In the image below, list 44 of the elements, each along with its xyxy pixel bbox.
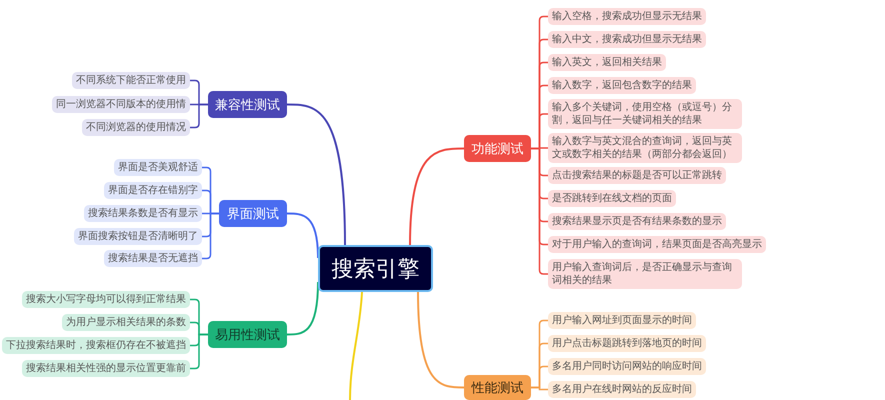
connector — [202, 212, 219, 260]
subtopic-box: 搜索结果是否无遮挡 — [104, 250, 202, 267]
topic-box: 兼容性测试 — [208, 91, 287, 118]
connector — [190, 334, 208, 370]
subtopic-box: 不同系统下能否正常使用 — [72, 72, 190, 89]
connector — [286, 104, 346, 246]
topic-box: 功能测试 — [464, 135, 531, 162]
subtopic-box: 输入英文，返回相关结果 — [548, 54, 666, 71]
subtopic-box: 界面是否存在错别字 — [104, 182, 202, 199]
connector — [287, 282, 319, 336]
topic-box: 性能测试 — [464, 375, 531, 400]
subtopic-box: 界面是否美观舒适 — [114, 159, 202, 176]
connector — [190, 104, 208, 128]
connector — [531, 148, 548, 275]
subtopic-box: 多名用户在线时网站的反应时间 — [548, 381, 696, 398]
subtopic-box: 搜索结果条数是否有显示 — [84, 205, 202, 222]
topic-box: 易用性测试 — [208, 321, 287, 348]
connector — [287, 212, 319, 258]
subtopic-box: 搜索大小写字母均可以得到正常结果 — [22, 291, 190, 308]
subtopic-box: 输入数字，返回包含数字的结果 — [548, 77, 696, 94]
subtopic-box: 同一浏览器不同版本的使用情 — [52, 96, 190, 113]
subtopic-box: 多名用户同时访问网站的响应时间 — [548, 358, 706, 375]
subtopic-box: 搜索结果显示页是否有结果条数的显示 — [548, 213, 726, 230]
subtopic-box: 用户输入查询词后，是否正确显示与查询词相关的结果 — [548, 259, 742, 289]
subtopic-box: 点击搜索结果的标题是否可以正常跳转 — [548, 167, 726, 184]
subtopic-box: 输入数字与英文混合的查询词，返回与英文或数字相关的结果（两部分都会返回） — [548, 133, 742, 163]
subtopic-box: 对于用户输入的查询词，结果页面是否高亮显示 — [548, 236, 766, 253]
subtopic-box: 是否跳转到在线文档的页面 — [548, 190, 676, 207]
connector — [409, 148, 464, 246]
topic-box: 界面测试 — [219, 200, 287, 227]
subtopic-box: 用户点击标题跳转到落地页的时间 — [548, 335, 706, 352]
subtopic-box: 输入多个关键词，使用空格（或逗号）分割，返回与任一关键词相关的结果 — [548, 99, 742, 129]
connector — [417, 292, 464, 388]
subtopic-box: 不同浏览器的使用情况 — [82, 119, 190, 136]
subtopic-box: 下拉搜索结果时，搜索框仍存在不被遮挡 — [2, 337, 190, 354]
central-topic: 搜索引擎 — [318, 245, 433, 292]
connector — [349, 292, 363, 400]
subtopic-box: 用户输入网址到页面显示的时间 — [548, 312, 696, 329]
subtopic-box: 搜索结果相关性强的显示位置更靠前 — [22, 360, 190, 377]
subtopic-box: 为用户显示相关结果的条数 — [62, 314, 190, 331]
subtopic-box: 输入中文，搜索成功但显示无结果 — [548, 31, 706, 48]
subtopic-box: 输入空格，搜索成功但显示无结果 — [548, 8, 706, 25]
connector — [531, 386, 548, 390]
subtopic-box: 界面搜索按钮是否清晰明了 — [74, 228, 202, 245]
